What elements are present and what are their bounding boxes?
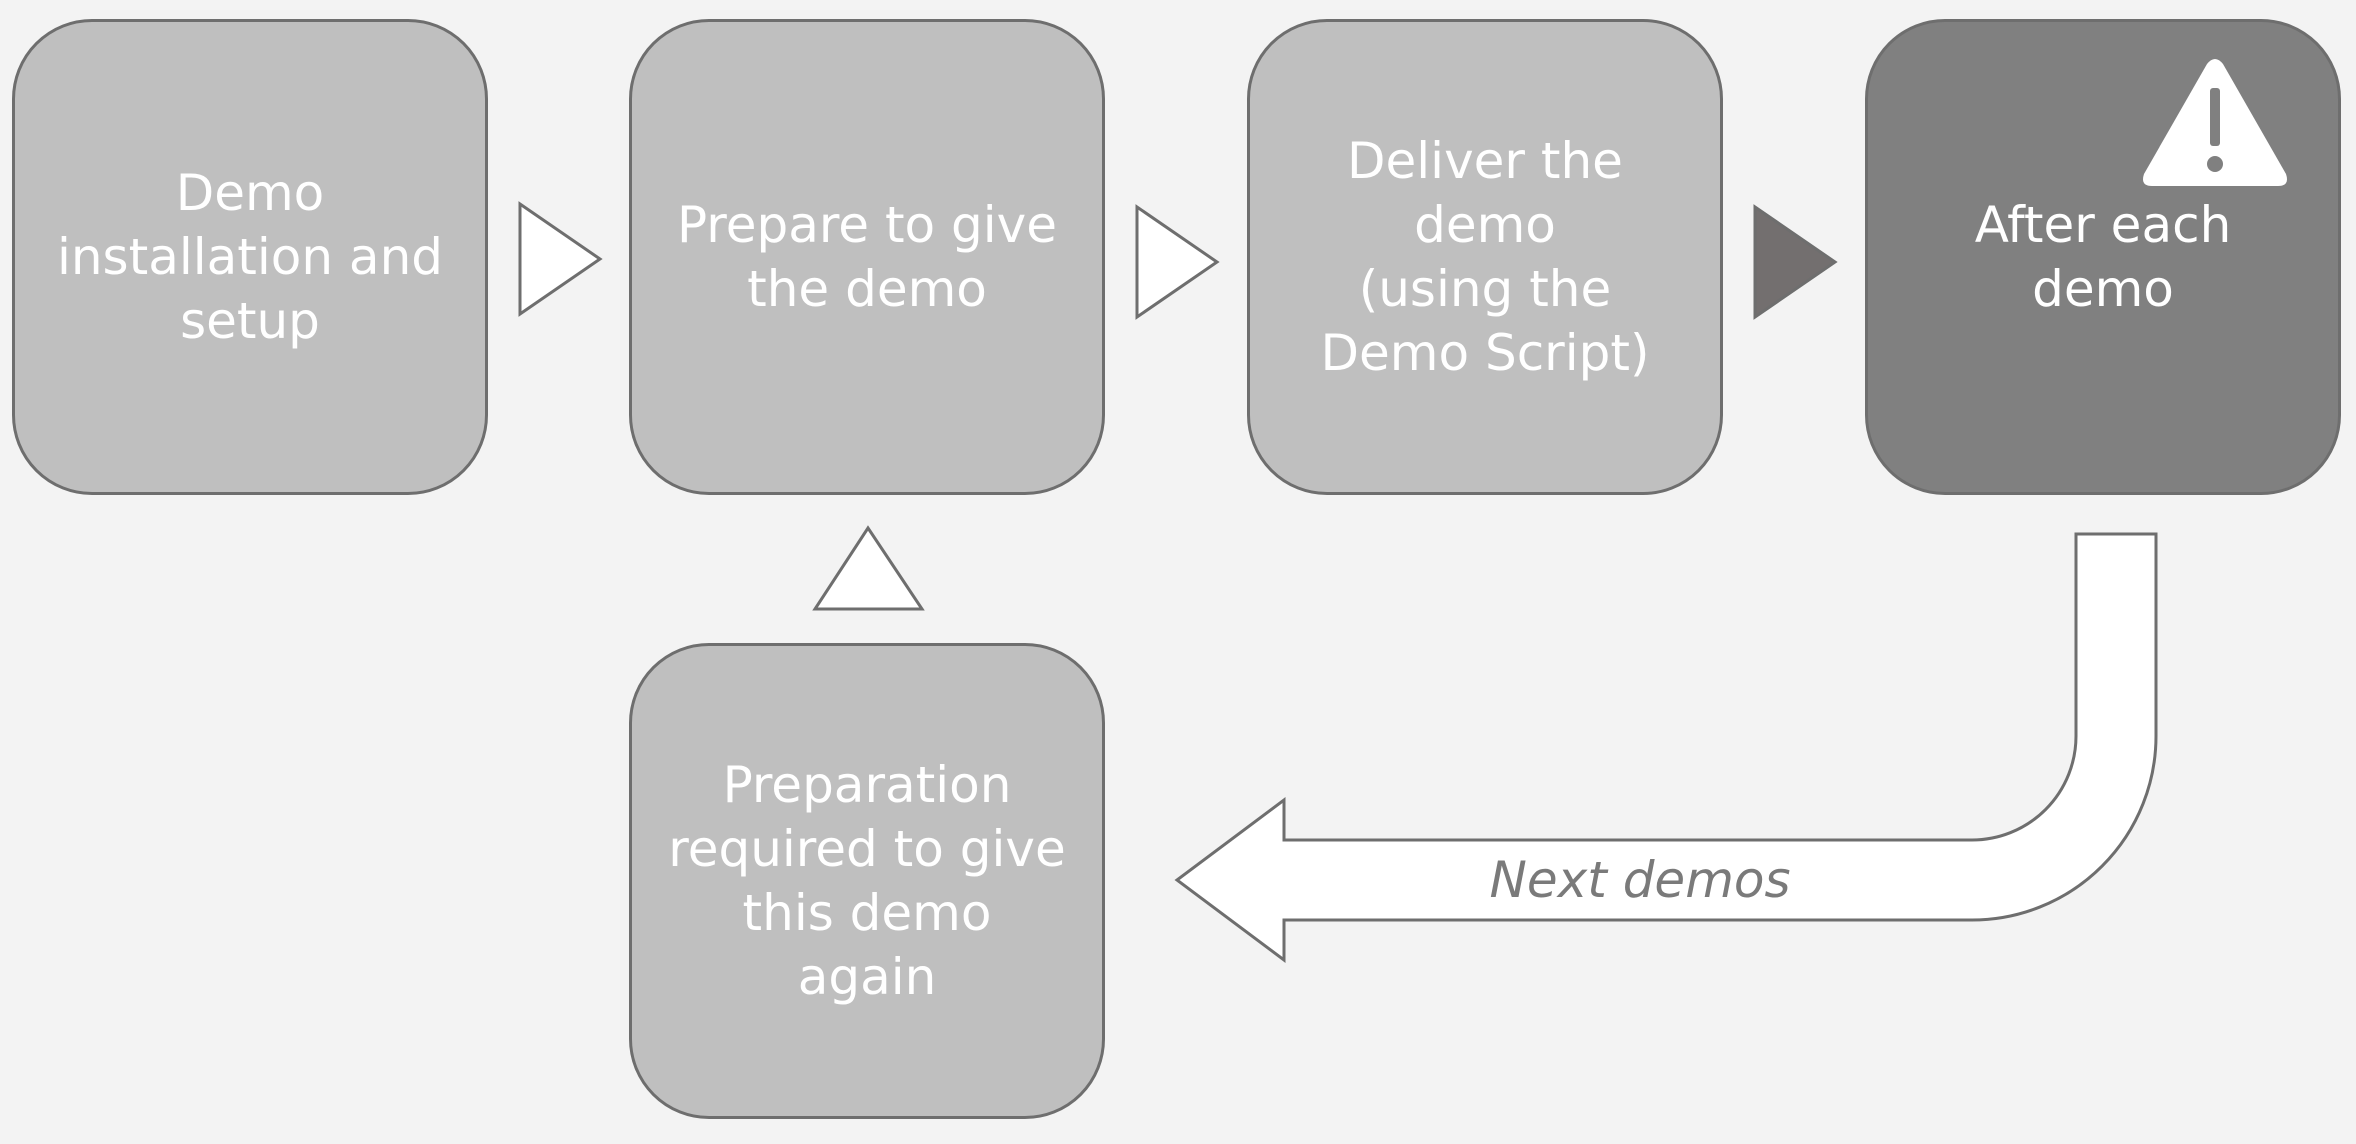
arrow-step5-to-step2: [812, 525, 925, 611]
step-label: Deliver the demo (using the Demo Script): [1320, 132, 1650, 382]
step-demo-installation: Demo installation and setup: [12, 19, 488, 495]
arrow-step1-to-step2: [518, 201, 603, 317]
arrow-step2-to-step3: [1135, 204, 1220, 320]
step-label: Demo installation and setup: [56, 164, 444, 350]
arrow-step3-to-step4: [1753, 204, 1838, 320]
step-preparation-again: Preparation required to give this demo a…: [629, 643, 1105, 1119]
step-after-each-demo: After each demo: [1865, 19, 2341, 495]
loop-arrow-next-demos: [1174, 532, 2158, 963]
step-label: Prepare to give the demo: [676, 196, 1058, 318]
step-deliver-demo: Deliver the demo (using the Demo Script): [1247, 19, 1723, 495]
loop-label: Next demos: [1489, 851, 1791, 909]
step-label: Preparation required to give this demo a…: [668, 756, 1066, 1006]
step-prepare-demo: Prepare to give the demo: [629, 19, 1105, 495]
warning-icon: [2143, 59, 2287, 186]
step-label: After each demo: [1974, 196, 2232, 318]
